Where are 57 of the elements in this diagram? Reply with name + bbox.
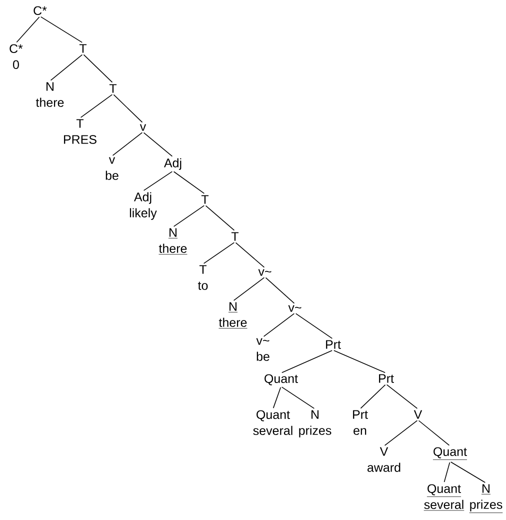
leaf-label: N prizes <box>299 410 332 438</box>
tree-branch <box>450 462 486 483</box>
category-label: v <box>140 124 146 131</box>
leaf-label: N there <box>218 302 248 329</box>
leaf-label: Quant several <box>253 410 292 436</box>
tree-branch <box>83 54 113 83</box>
category-label: T <box>109 84 117 93</box>
category-label: T <box>79 44 87 53</box>
category-label: Quant <box>432 447 468 460</box>
tree-branch <box>80 94 113 118</box>
tree-branch <box>16 16 40 43</box>
tree-branch <box>143 171 173 191</box>
tree-branch <box>263 313 295 337</box>
category-label: T <box>201 195 209 204</box>
leaf-label: C* 0 <box>10 44 23 70</box>
tree-branch <box>418 420 450 446</box>
leaf-label: Prt en <box>353 410 368 435</box>
category-label: T <box>231 232 239 241</box>
category-label: v~ <box>258 269 272 276</box>
category-label: Quant <box>264 374 298 386</box>
leaf-label: T PRES <box>64 119 96 144</box>
tree-branch <box>40 16 83 43</box>
tree-branch <box>113 94 143 123</box>
tree-branch <box>295 313 333 339</box>
leaf-label: N prizes <box>469 484 503 513</box>
leaf-label: v~ be <box>256 338 270 361</box>
category-label: Prt <box>326 340 341 349</box>
category-label: Prt <box>379 374 394 383</box>
tree-branch <box>272 387 282 408</box>
leaf-label: V award <box>368 447 400 472</box>
tree-branch <box>265 277 295 304</box>
tree-branch <box>205 205 235 231</box>
tree-branch <box>173 205 205 227</box>
tree-branch <box>334 350 386 373</box>
tree-branch <box>281 386 315 409</box>
leaf-label: Adj likely <box>130 192 157 220</box>
tree-branch <box>384 420 418 446</box>
category-label: v~ <box>288 305 302 312</box>
leaf-label: N there <box>36 82 64 107</box>
tree-branch <box>50 54 83 81</box>
category-label: V <box>414 410 422 419</box>
leaf-label: v be <box>106 157 118 180</box>
tree-branch <box>444 462 450 482</box>
tree-branch <box>360 384 386 409</box>
tree-branch <box>282 350 332 373</box>
leaf-label: T to <box>198 265 208 290</box>
tree-branch <box>173 171 205 194</box>
tree-branch <box>112 132 143 156</box>
leaf-label: Quant several <box>424 484 464 511</box>
tree-branch <box>233 277 265 301</box>
tree-branch <box>203 242 235 264</box>
tree-branch <box>143 132 173 157</box>
leaf-label: N there <box>158 228 188 255</box>
category-label: Adj <box>164 158 182 170</box>
tree-branch <box>386 384 418 409</box>
tree-branch <box>235 242 265 268</box>
category-label: C* <box>34 6 47 16</box>
